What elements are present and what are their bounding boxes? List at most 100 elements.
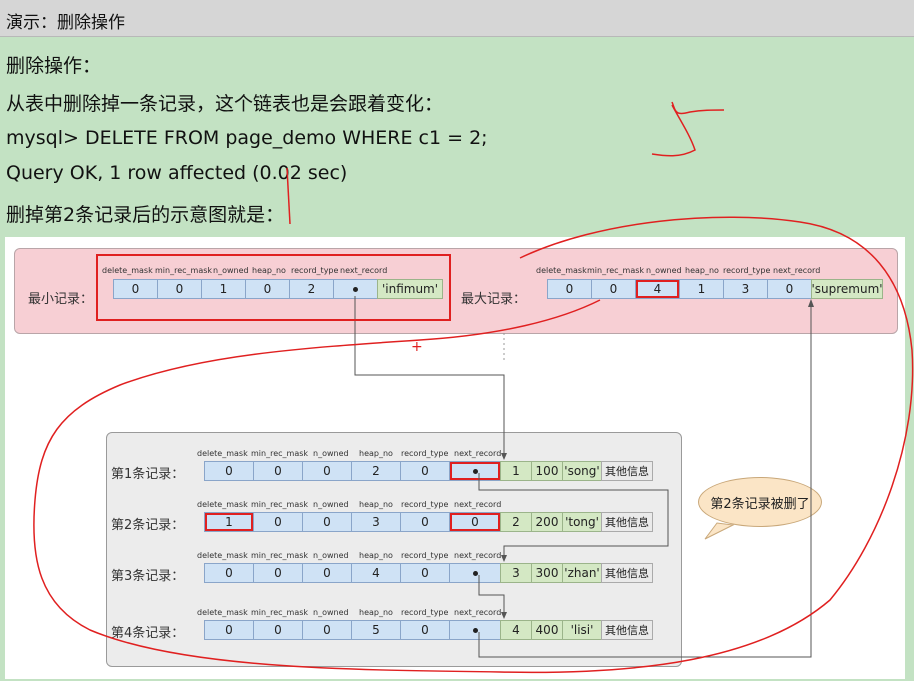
r4-header-record-type: record_type [401,608,449,617]
r2-c3: 'tong' [562,512,602,532]
window-title: 演示：删除操作 [6,13,125,33]
infimum-label: 最小记录： [28,292,94,307]
pointer-arrows [354,296,814,658]
r4-c3: 'lisi' [562,620,602,640]
r3-header-min-rec-mask: min_rec_mask [251,551,309,560]
r2-min-rec-mask: 0 [253,512,303,532]
r2-c1: 2 [500,512,532,532]
supremum-record: 0 0 4 1 3 0 'supremum' [547,279,883,299]
r2-other-info: 其他信息 [601,512,653,532]
encircling-stroke [33,216,914,674]
r2-header-next-record: next_record [454,500,502,509]
scribble-1 [671,101,725,115]
r2-header-heap-no: heap_no [359,500,393,509]
supremum-record-type: 3 [723,279,768,299]
record-2-label: 第2条记录： [111,518,185,533]
cursor-stroke [286,167,291,225]
r1-other-info: 其他信息 [601,461,653,481]
record-2: 1 0 0 3 0 0 2 200 'tong' 其他信息 [204,512,653,532]
r3-other-info: 其他信息 [601,563,653,583]
text-line-1: 删除操作： [6,55,102,77]
header-heap-no: heap_no [252,266,286,275]
text-line-2: 从表中删除掉一条记录，这个链表也是会跟着变化： [6,93,444,115]
callout-text: 第2条记录被删了 [710,496,810,512]
infimum-highlight-box [96,254,451,321]
r1-header-record-type: record_type [401,449,449,458]
r3-record-type: 0 [400,563,450,583]
r3-header-heap-no: heap_no [359,551,393,560]
arrowhead-infimum-to-record1 [501,453,507,460]
window-titlebar: 演示：删除操作 [0,0,914,37]
arrowhead-record1-to-record3 [501,555,507,562]
text-line-5: 删掉第2条记录后的示意图就是： [6,204,285,226]
supremum-value: 'supremum' [811,279,883,299]
arrowhead-record4-to-supremum [808,299,814,307]
r2-c2: 200 [531,512,563,532]
sup-header-next-record: next_record [773,266,821,275]
sup-header-record-type: record_type [723,266,771,275]
deleted-record-callout: 第2条记录被删了 [698,477,822,527]
record-3-label: 第3条记录： [111,569,185,584]
arrow-record4-to-supremum [478,300,812,658]
r2-next-record: 0 [449,512,501,532]
sql-command-line: mysql> DELETE FROM page_demo WHERE c1 = … [6,127,488,149]
r3-header-next-record: next_record [454,551,502,560]
r4-c1: 4 [500,620,532,640]
r1-c1: 1 [500,461,532,481]
r1-header-next-record: next_record [454,449,502,458]
sup-header-min-rec-mask: min_rec_mask [587,266,645,275]
r1-delete-mask: 0 [204,461,254,481]
r3-header-n-owned: n_owned [313,551,349,560]
r1-header-delete-mask: delete_mask [197,449,248,458]
infimum-value: 'infimum' [377,279,443,299]
record-4: 0 0 0 5 0 4 400 'lisi' 其他信息 [204,620,653,640]
header-delete-mask: delete_mask [102,266,153,275]
record-list-diagram: 最小记录： delete_mask min_rec_mask n_owned h… [5,237,905,679]
r2-header-min-rec-mask: min_rec_mask [251,500,309,509]
r2-record-type: 0 [400,512,450,532]
arrow-record1-to-record3 [478,473,669,561]
sup-header-n-owned: n_owned [646,266,682,275]
r1-c3: 'song' [562,461,602,481]
r4-n-owned: 0 [302,620,352,640]
record-1: 0 0 0 2 0 1 100 'song' 其他信息 [204,461,653,481]
r4-header-n-owned: n_owned [313,608,349,617]
r2-header-n-owned: n_owned [313,500,349,509]
r3-header-delete-mask: delete_mask [197,551,248,560]
supremum-heap-no: 1 [679,279,724,299]
header-next-record: next_record [340,266,388,275]
header-min-rec-mask: min_rec_mask [155,266,213,275]
query-result-line: Query OK, 1 row affected (0.02 sec) [6,162,348,184]
r1-c2: 100 [531,461,563,481]
r3-c2: 300 [531,563,563,583]
arrow-infimum-to-record1 [354,296,505,459]
record-4-label: 第4条记录： [111,626,185,641]
plus-mark: + [411,339,423,355]
callout-tail [704,522,735,540]
r4-header-next-record: next_record [454,608,502,617]
r4-other-info: 其他信息 [601,620,653,640]
r1-record-type: 0 [400,461,450,481]
arrow-record3-to-record4 [478,575,505,618]
r4-delete-mask: 0 [204,620,254,640]
header-n-owned: n_owned [213,266,249,275]
r3-n-owned: 0 [302,563,352,583]
r2-header-delete-mask: delete_mask [197,500,248,509]
r2-header-record-type: record_type [401,500,449,509]
infimum-min-rec-mask: 0 [157,279,202,299]
record-1-label: 第1条记录： [111,467,185,482]
r1-header-heap-no: heap_no [359,449,393,458]
sup-header-heap-no: heap_no [685,266,719,275]
r4-header-min-rec-mask: min_rec_mask [251,608,309,617]
r4-header-delete-mask: delete_mask [197,608,248,617]
r3-delete-mask: 0 [204,563,254,583]
header-record-type: record_type [291,266,339,275]
r4-c2: 400 [531,620,563,640]
supremum-label: 最大记录： [461,292,527,307]
supremum-next-record: 0 [767,279,812,299]
scribble-2 [651,104,696,157]
r3-header-record-type: record_type [401,551,449,560]
r1-header-n-owned: n_owned [313,449,349,458]
r4-header-heap-no: heap_no [359,608,393,617]
